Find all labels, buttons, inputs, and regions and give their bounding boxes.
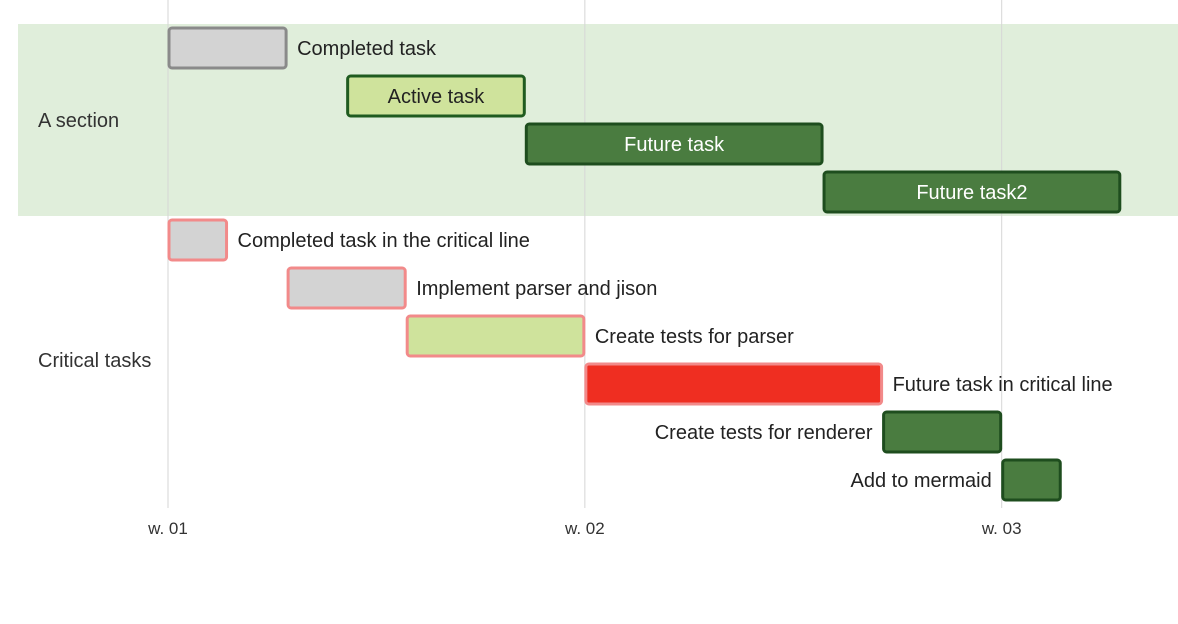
task-label: Future task in critical line [893, 374, 1113, 396]
section-label: Critical tasks [38, 350, 151, 372]
section-bands [18, 24, 1178, 504]
section-label: A section [38, 110, 119, 132]
axis-tick-labels: w. 01 w. 02 w. 03 [147, 519, 1021, 538]
x-tick-label: w. 03 [981, 519, 1022, 538]
task-label: Add to mermaid [851, 470, 992, 492]
task-label: Active task [388, 86, 486, 108]
task-label: Completed task in the critical line [238, 230, 530, 252]
task-label: Future task [624, 134, 725, 156]
x-tick-label: w. 02 [564, 519, 605, 538]
task-label: Create tests for renderer [655, 422, 873, 444]
task-bar [346, 74, 526, 118]
task-label: Create tests for parser [595, 326, 794, 348]
task-bar [882, 410, 1003, 454]
task-label: Implement parser and jison [416, 278, 657, 300]
x-tick-label: w. 01 [147, 519, 188, 538]
task-bar [1001, 458, 1062, 502]
task-label: Completed task [297, 38, 437, 60]
task-bar [405, 314, 586, 358]
task-bar [524, 122, 824, 166]
task-label: Future task2 [916, 182, 1027, 204]
task-bar [584, 362, 884, 406]
task-bar [822, 170, 1122, 214]
task-bar [286, 266, 407, 310]
task-bar [167, 218, 229, 262]
section-band [18, 216, 1178, 504]
task-bars [167, 26, 1122, 502]
task-bar [167, 26, 288, 70]
